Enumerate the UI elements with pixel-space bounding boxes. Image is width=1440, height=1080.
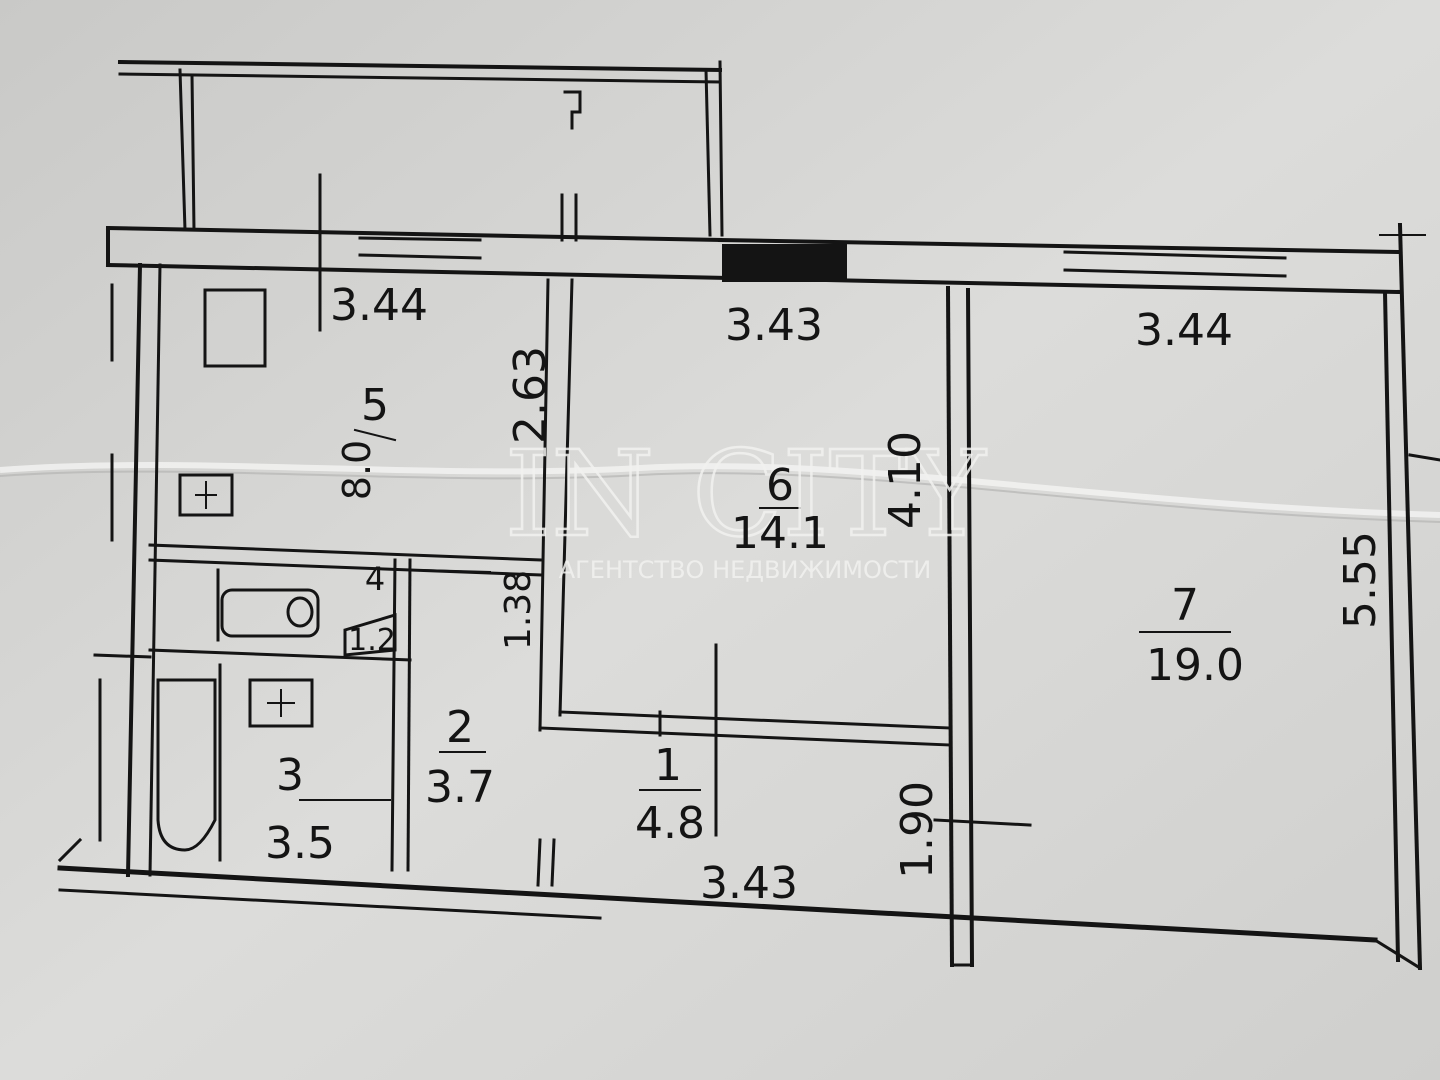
room-4-number: 4 — [365, 560, 385, 598]
dimension-labels: 3.44 3.43 3.44 3.43 2.63 4.10 5.55 1.90 … — [330, 280, 1386, 909]
room-1-area: 4.8 — [635, 798, 705, 849]
dim-bath-partition: 1.38 — [498, 570, 539, 650]
room-3-number: 3 — [276, 750, 304, 801]
watermark-brand: IN CITY — [505, 425, 987, 563]
room-5-area: 8.0 — [335, 440, 379, 500]
dim-living-depth: 4.10 — [880, 431, 931, 529]
dim-bottom-middle: 3.43 — [700, 858, 798, 909]
room-6-number: 6 — [766, 460, 794, 511]
room-7-number: 7 — [1171, 580, 1199, 631]
watermark-tagline: АГЕНТСТВО НЕДВИЖИМОСТИ — [559, 556, 931, 584]
dim-kitchen-depth: 2.63 — [505, 346, 556, 444]
dim-hall-width: 1.90 — [892, 781, 943, 879]
dim-top-middle: 3.43 — [725, 300, 823, 351]
room-7-area: 19.0 — [1146, 640, 1244, 691]
room-4-area: 1.2 — [348, 623, 396, 658]
room-5-number: 5 — [361, 380, 389, 431]
walls — [57, 59, 1440, 971]
room-1-number: 1 — [654, 740, 682, 791]
room-labels: 5 8.0 6 14.1 7 19.0 1 4.8 2 3.7 3 3.5 4 … — [265, 380, 1244, 869]
room-3-area: 3.5 — [265, 818, 335, 869]
room-6-area: 14.1 — [731, 508, 829, 559]
dim-top-left: 3.44 — [330, 280, 428, 331]
dim-right-depth: 5.55 — [1335, 531, 1386, 629]
dim-top-right: 3.44 — [1135, 305, 1233, 356]
paper-fold — [0, 462, 1440, 518]
room-2-number: 2 — [446, 702, 474, 753]
room-2-area: 3.7 — [425, 762, 495, 813]
